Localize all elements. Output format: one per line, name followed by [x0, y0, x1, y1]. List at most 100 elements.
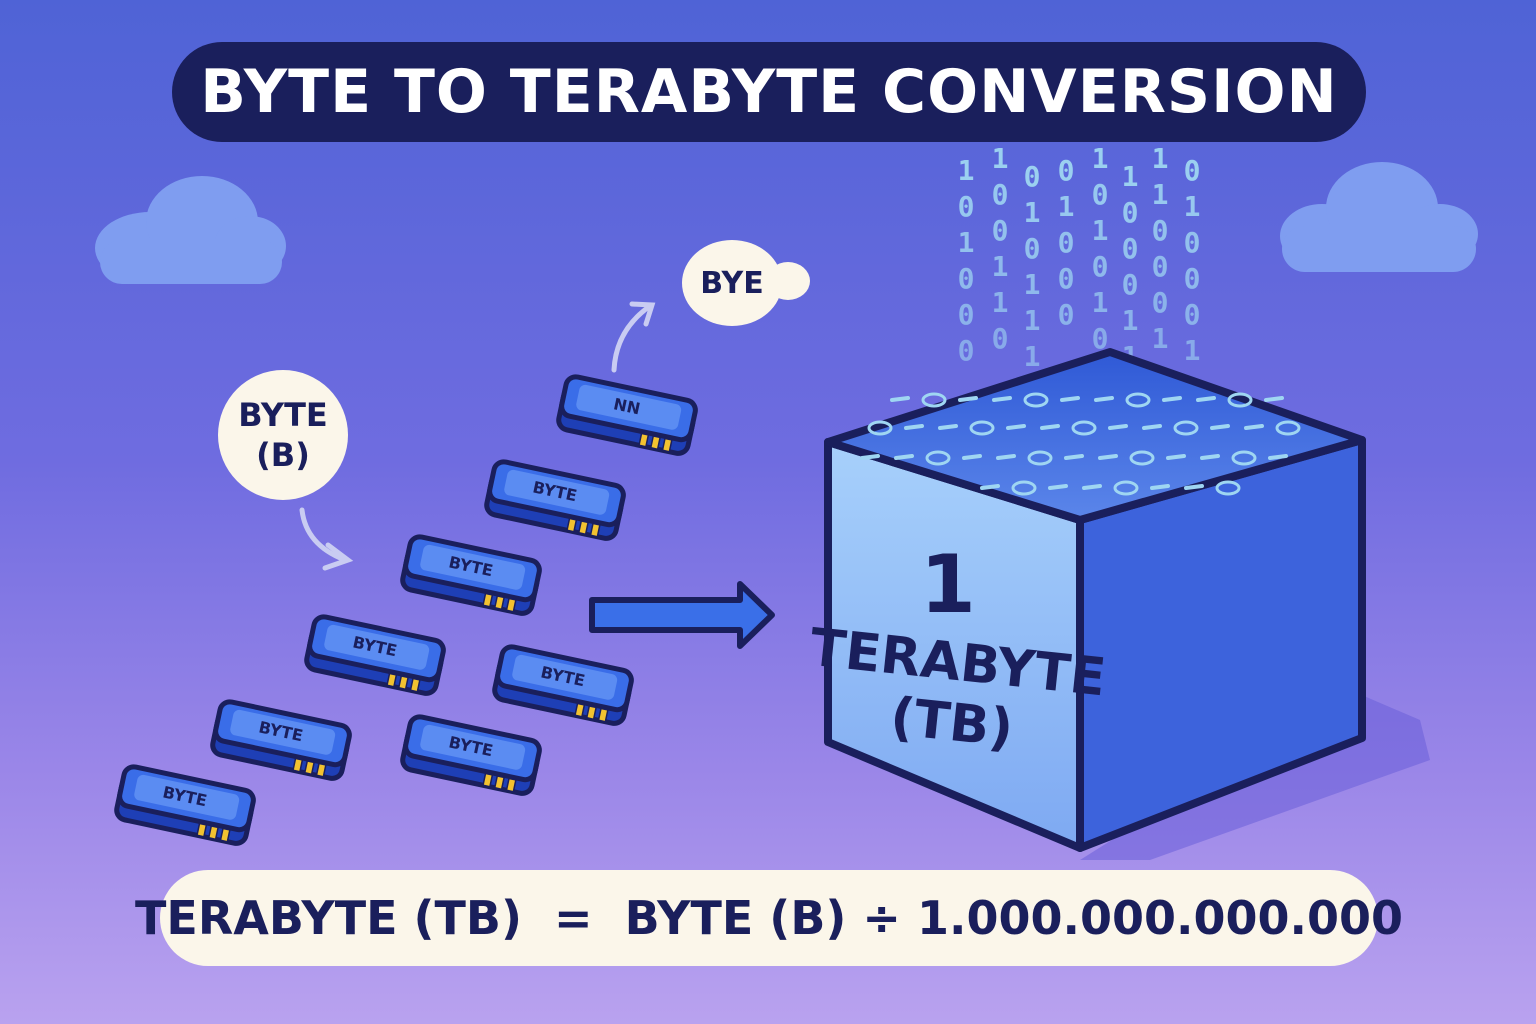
bye-bubble: BYE: [682, 240, 782, 326]
byte-chip: BYTE: [114, 764, 256, 846]
binary-digit: 0: [1058, 226, 1075, 259]
cube-top-zero: [921, 392, 947, 408]
binary-digit: 1: [1152, 178, 1169, 211]
cube-top-one: [1098, 454, 1118, 460]
binary-digit: 1: [1122, 304, 1139, 337]
formula-equals: =: [554, 891, 593, 945]
curved-arrow-up-icon: [611, 301, 656, 373]
binary-digit: 0: [1184, 226, 1201, 259]
cube-top-zero: [1275, 420, 1301, 436]
cloud-left: [95, 176, 286, 284]
binary-digit: 0: [958, 334, 975, 367]
binary-digit: 0: [1184, 298, 1201, 331]
formula-banner: TERABYTE (TB) = BYTE (B) ÷ 1.000.000.000…: [135, 870, 1403, 966]
cube-top-zero: [1071, 420, 1097, 436]
cube-top-one: [996, 454, 1016, 460]
byte-chip: BYTE: [400, 534, 542, 616]
cube-top-one: [1040, 424, 1060, 430]
binary-digit: 0: [1122, 268, 1139, 301]
binary-digit: 1: [1184, 334, 1201, 367]
binary-digit: 1: [1058, 190, 1075, 223]
binary-rain: 1010001001100101110100010101010001111000…: [958, 142, 1201, 373]
cube-top-zero: [1023, 392, 1049, 408]
cube-top-one: [1142, 424, 1162, 430]
binary-digit: 0: [1152, 214, 1169, 247]
binary-digit: 1: [1092, 214, 1109, 247]
binary-digit: 0: [1024, 232, 1041, 265]
binary-digit: 0: [1122, 196, 1139, 229]
binary-digit: 0: [1092, 178, 1109, 211]
cube-top-one: [1162, 396, 1182, 402]
cube-abbr: (TB): [888, 687, 1016, 759]
binary-digit: 0: [1092, 250, 1109, 283]
cube-top-zero: [1011, 480, 1037, 496]
byte-chip: NN: [556, 374, 698, 456]
formula-right: BYTE (B) ÷ 1.000.000.000.000: [624, 891, 1403, 945]
binary-digit: 1: [1152, 322, 1169, 355]
cube-top-one: [1264, 396, 1284, 402]
binary-digit: 1: [1092, 286, 1109, 319]
cube-top-zero: [1231, 450, 1257, 466]
cube-top-one: [958, 396, 978, 402]
binary-digit: 0: [958, 190, 975, 223]
binary-digit: 1: [1024, 268, 1041, 301]
binary-digit: 1: [992, 286, 1009, 319]
binary-digit: 0: [1184, 262, 1201, 295]
binary-digit: 1: [1092, 142, 1109, 175]
binary-digit: 1: [1152, 142, 1169, 175]
binary-digit: 0: [992, 178, 1009, 211]
binary-digit: 0: [1024, 160, 1041, 193]
cube-top-one: [938, 424, 958, 430]
binary-digit: 0: [958, 262, 975, 295]
conversion-arrow: [589, 581, 775, 649]
title-banner: BYTE TO TERABYTE CONVERSION: [172, 42, 1366, 142]
page-title: BYTE TO TERABYTE CONVERSION: [200, 57, 1338, 127]
cube-top-zero: [1215, 480, 1241, 496]
byte-bubble-label: BYTE: [238, 396, 328, 434]
cube-top-one: [1108, 424, 1128, 430]
byte-bubble: BYTE (B): [218, 370, 348, 500]
binary-digit: 1: [1024, 304, 1041, 337]
cube-top-one: [1082, 484, 1102, 490]
binary-digit: 1: [1024, 340, 1041, 373]
cube-top-zero: [1173, 420, 1199, 436]
binary-digit: 0: [1058, 298, 1075, 331]
cube-top-one: [1268, 454, 1288, 460]
byte-chip: BYTE: [304, 614, 446, 696]
cube-top-zero: [925, 450, 951, 466]
cube-number: 1: [920, 538, 976, 631]
binary-digit: 0: [1122, 232, 1139, 265]
binary-digit: 0: [1184, 154, 1201, 187]
cube-top-one: [1006, 424, 1026, 430]
cube-top-one: [1244, 424, 1264, 430]
binary-digit: 1: [1024, 196, 1041, 229]
byte-bubble-abbr: (B): [256, 436, 310, 474]
curved-arrow-down-icon: [299, 507, 354, 571]
cube-top-one: [962, 454, 982, 460]
cube-top-one: [1048, 484, 1068, 490]
cube-top-one: [992, 396, 1012, 402]
cube-top-zero: [1027, 450, 1053, 466]
binary-digit: 1: [992, 142, 1009, 175]
binary-digit: 0: [958, 298, 975, 331]
binary-digit: 0: [992, 322, 1009, 355]
cube-top-zero: [1125, 392, 1151, 408]
cube-top-one: [904, 424, 924, 430]
cube-top-zero: [969, 420, 995, 436]
binary-digit: 1: [958, 154, 975, 187]
binary-digit: 1: [958, 226, 975, 259]
cube-top-zero: [867, 420, 893, 436]
cube-top-one: [1150, 484, 1170, 490]
binary-digit: 1: [992, 250, 1009, 283]
binary-digit: 0: [1152, 286, 1169, 319]
cube-top-one: [860, 454, 880, 460]
binary-digit: 0: [1058, 154, 1075, 187]
cube-top-zero: [1227, 392, 1253, 408]
binary-digit: 1: [1184, 190, 1201, 223]
cube-top-one: [894, 454, 914, 460]
cube-top-one: [1166, 454, 1186, 460]
cube-top-one: [980, 484, 1000, 490]
byte-chip: BYTE: [484, 459, 626, 541]
